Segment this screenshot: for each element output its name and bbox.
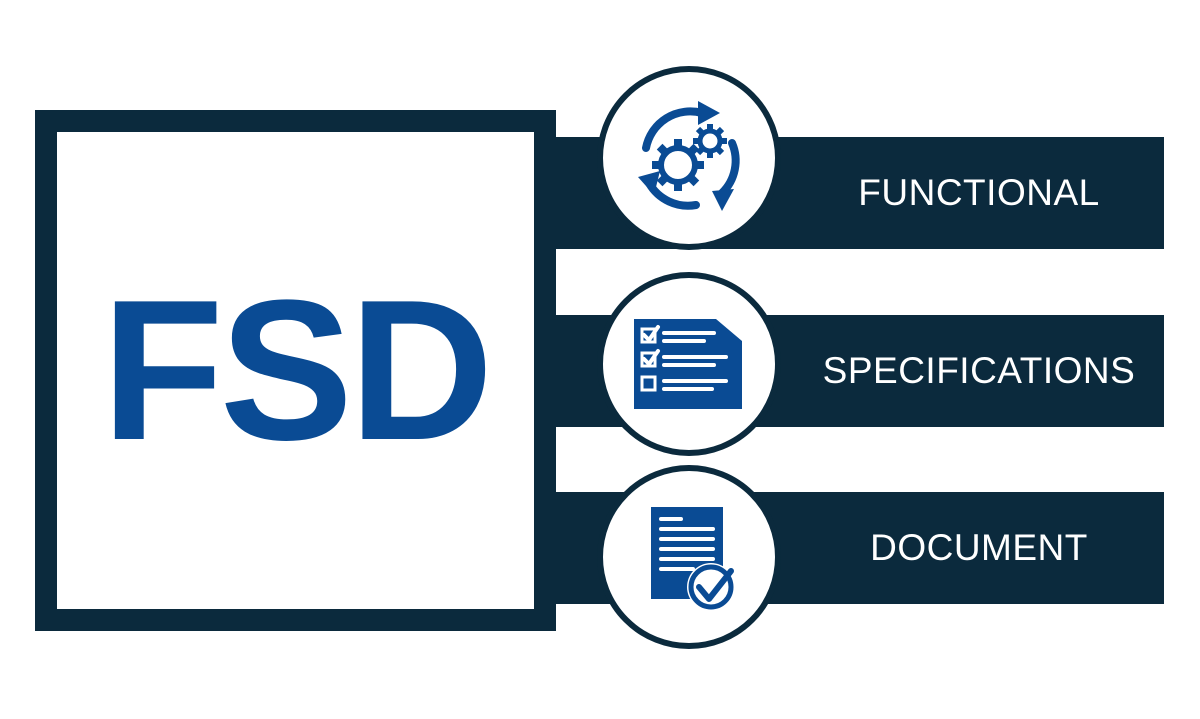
circle-specifications — [597, 272, 781, 456]
label-document: DOCUMENT — [870, 527, 1088, 568]
label-functional: FUNCTIONAL — [858, 172, 1100, 213]
acronym-text: FSD — [101, 258, 494, 482]
approved-document-icon — [651, 507, 735, 611]
label-specifications: SPECIFICATIONS — [822, 350, 1136, 391]
gears-cycle-icon — [638, 101, 740, 211]
circle-document — [597, 465, 781, 649]
circle-functional — [597, 66, 781, 250]
acronym-frame: FSD — [35, 110, 556, 631]
checklist-icon — [634, 319, 742, 409]
